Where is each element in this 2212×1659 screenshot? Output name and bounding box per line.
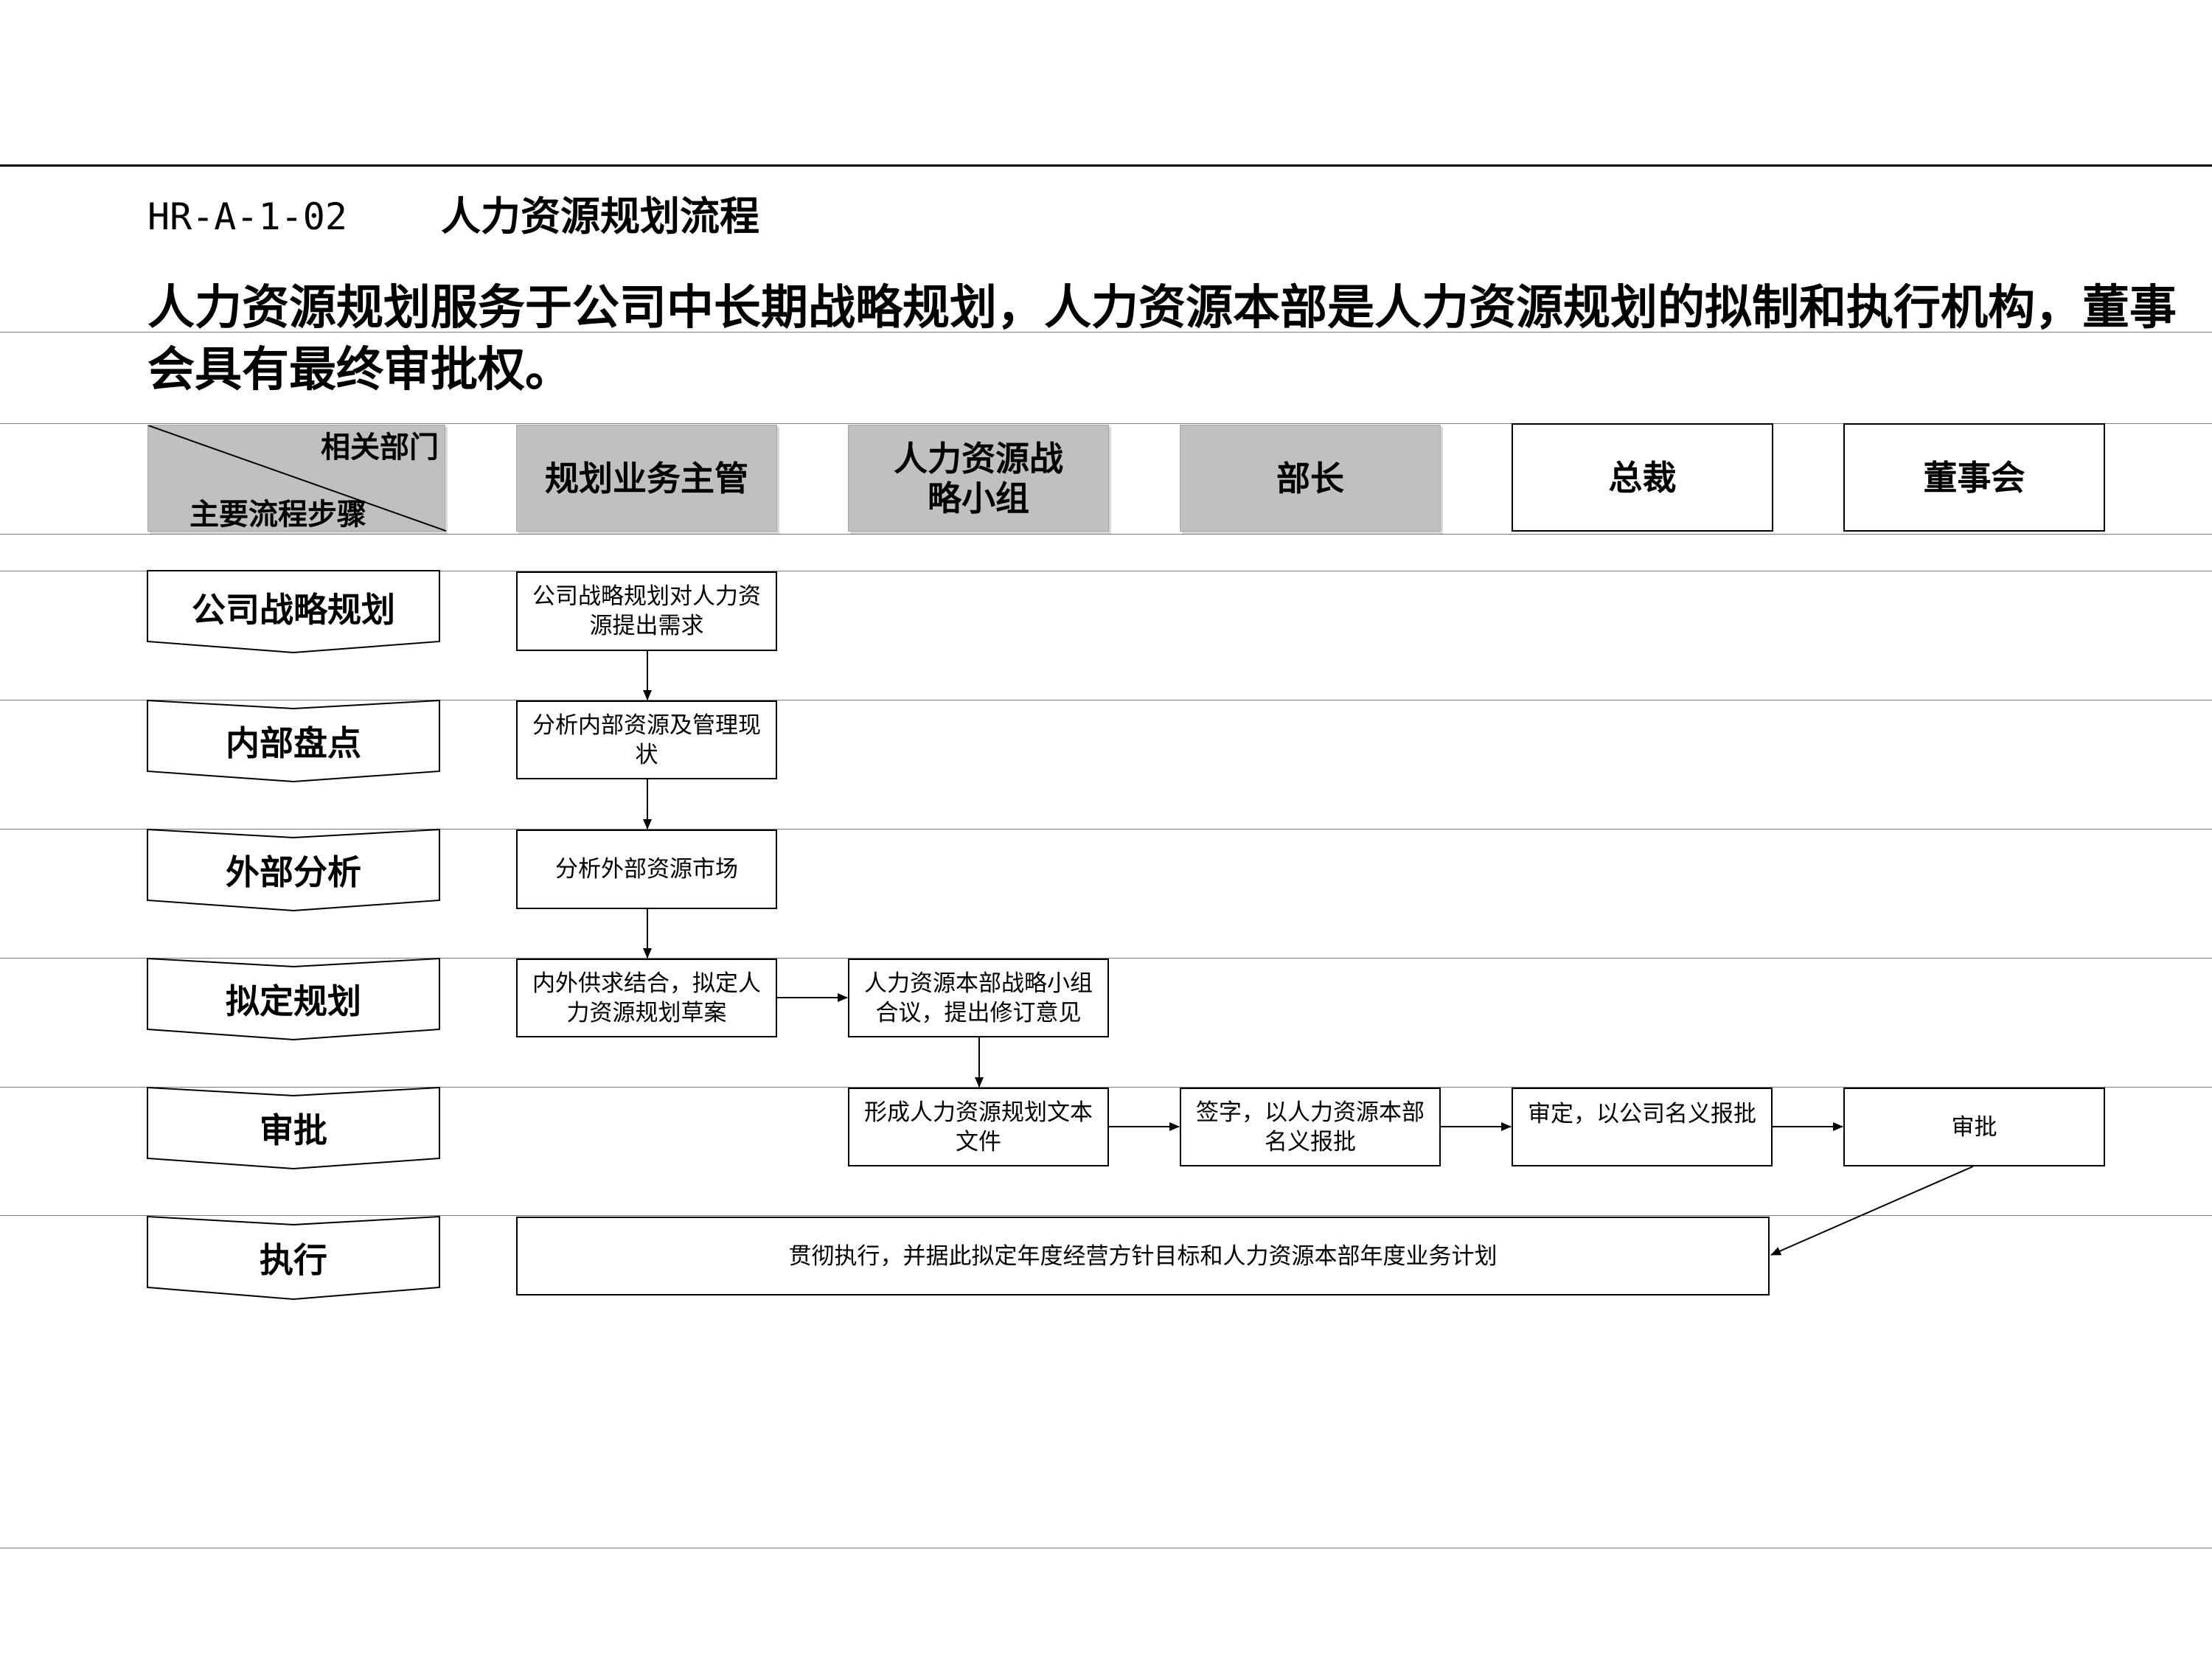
dept-header-planning-supervisor: 规划业务主管 bbox=[516, 425, 777, 532]
lane-line bbox=[0, 423, 2212, 424]
dept-header-board: 董事会 bbox=[1843, 423, 2105, 532]
step-shape bbox=[147, 1215, 440, 1301]
process-box-draft-plan: 内外供求结合，拟定人力资源规划草案 bbox=[516, 959, 777, 1037]
arrow-b9-b10 bbox=[1770, 1166, 1974, 1256]
process-box-external-market: 分析外部资源市场 bbox=[516, 830, 777, 909]
lane-line bbox=[0, 958, 2212, 959]
lane-line bbox=[0, 829, 2212, 830]
process-box-minister-sign: 签字，以人力资源本部名义报批 bbox=[1180, 1088, 1441, 1166]
step-shape bbox=[147, 570, 440, 654]
step-label-execution: 执行 bbox=[260, 1240, 327, 1280]
process-box-group-review: 人力资源本部战略小组合议，提出修订意见 bbox=[848, 959, 1109, 1037]
step-shape bbox=[147, 1086, 440, 1170]
dept-header-hr-strategy-group: 人力资源战略小组 bbox=[848, 425, 1109, 532]
corner-header-cell: 相关部门 主要流程步骤 bbox=[147, 425, 446, 532]
corner-top-label: 相关部门 bbox=[321, 431, 439, 465]
header-guide-line bbox=[0, 332, 2212, 333]
top-rule bbox=[0, 164, 2212, 167]
document-title: 人力资源规划流程 bbox=[441, 193, 759, 240]
step-shape bbox=[147, 957, 440, 1041]
document-code: HR-A-1-02 bbox=[147, 195, 347, 238]
corner-bottom-label: 主要流程步骤 bbox=[189, 498, 366, 532]
step-label-approval: 审批 bbox=[260, 1110, 327, 1150]
process-box-board-approval: 审批 bbox=[1843, 1088, 2105, 1166]
lane-line bbox=[0, 534, 2212, 535]
process-box-plan-document: 形成人力资源规划文本文件 bbox=[848, 1088, 1109, 1166]
step-label-internal-inventory: 内部盘点 bbox=[226, 723, 361, 763]
step-label-external-analysis: 外部分析 bbox=[226, 852, 361, 892]
step-shape bbox=[147, 699, 440, 783]
step-label-draft-plan: 拟定规划 bbox=[226, 981, 361, 1021]
lane-line bbox=[0, 1087, 2212, 1088]
dept-header-president: 总裁 bbox=[1512, 423, 1773, 532]
process-box-internal-analysis: 分析内部资源及管理现状 bbox=[516, 700, 777, 779]
corner-diagonal bbox=[148, 425, 446, 532]
process-box-execution: 贯彻执行，并据此拟定年度经营方针目标和人力资源本部年度业务计划 bbox=[516, 1217, 1770, 1295]
step-label-strategy: 公司战略规划 bbox=[192, 590, 395, 630]
document-description: 人力资源规划服务于公司中长期战略规划，人力资源本部是人力资源规划的拟制和执行机构… bbox=[147, 281, 2177, 397]
dept-header-minister: 部长 bbox=[1180, 425, 1441, 532]
lane-line bbox=[0, 1215, 2212, 1216]
process-box-strategy-demand: 公司战略规划对人力资源提出需求 bbox=[516, 571, 777, 651]
step-shape bbox=[147, 828, 440, 912]
process-box-president-review: 审定，以公司名义报批 bbox=[1512, 1088, 1773, 1166]
